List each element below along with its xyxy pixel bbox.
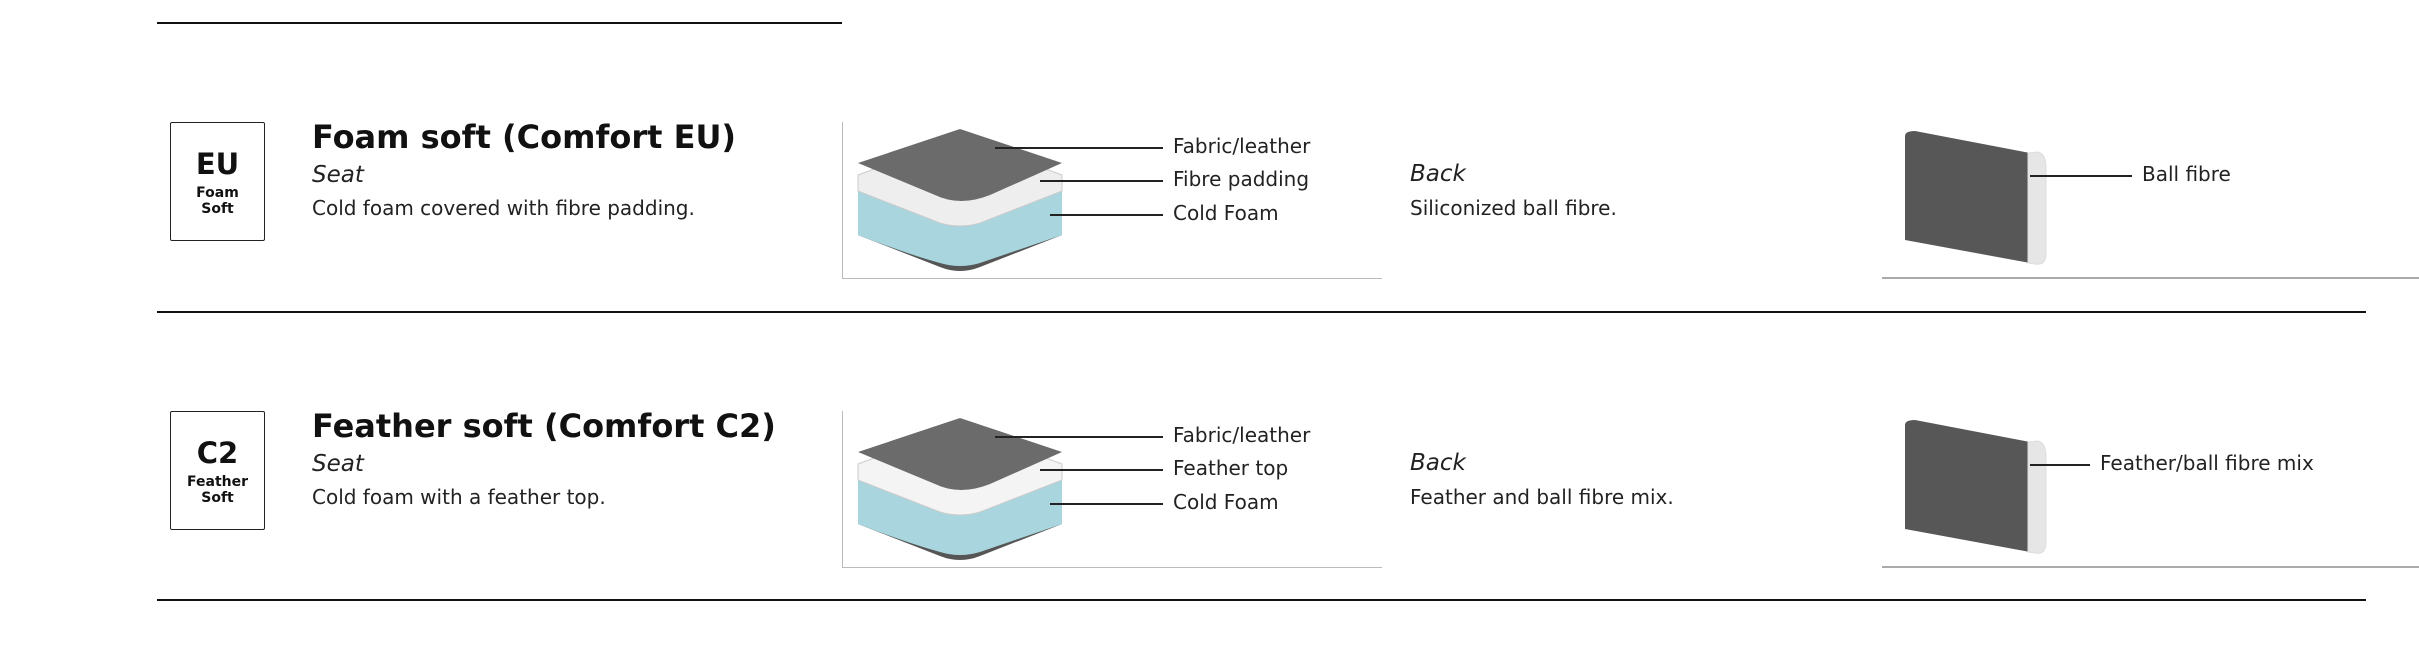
back-layer-label: Ball fibre bbox=[2142, 162, 2231, 186]
seat-heading: Seat bbox=[312, 451, 364, 477]
seat-layers-illustration bbox=[857, 418, 1063, 560]
seat-diagram-frame bbox=[842, 122, 1382, 279]
back-cushion-illustration bbox=[1905, 131, 2047, 265]
back-layer-label: Feather/ball fibre mix bbox=[2100, 451, 2314, 475]
back-cushion-illustration bbox=[1905, 420, 2047, 554]
back-heading: Back bbox=[1410, 450, 1466, 476]
seat-layers-illustration bbox=[857, 129, 1063, 271]
row-divider bbox=[157, 311, 2366, 313]
comfort-title: Feather soft (Comfort C2) bbox=[312, 407, 776, 445]
badge-code: C2 bbox=[196, 436, 239, 470]
row-divider bbox=[157, 599, 2366, 601]
back-description: Siliconized ball fibre. bbox=[1410, 196, 1617, 220]
back-diagram-underline bbox=[1882, 566, 2419, 568]
back-description: Feather and ball fibre mix. bbox=[1410, 485, 1674, 509]
seat-heading: Seat bbox=[312, 162, 364, 188]
top-divider bbox=[157, 22, 842, 24]
badge-code: EU bbox=[195, 147, 240, 181]
back-heading: Back bbox=[1410, 161, 1466, 187]
seat-layer-label: Fabric/leather bbox=[1173, 134, 1311, 158]
seat-description: Cold foam covered with fibre padding. bbox=[312, 196, 695, 220]
seat-diagram-frame bbox=[842, 411, 1382, 568]
back-diagram-underline bbox=[1882, 277, 2419, 279]
seat-layer-label: Cold Foam bbox=[1173, 490, 1279, 514]
seat-layer-label: Feather top bbox=[1173, 456, 1289, 480]
seat-layer-label: Cold Foam bbox=[1173, 201, 1279, 225]
seat-layer-label: Fibre padding bbox=[1173, 167, 1310, 191]
seat-description: Cold foam with a feather top. bbox=[312, 485, 606, 509]
comfort-title: Foam soft (Comfort EU) bbox=[312, 118, 737, 156]
seat-layer-label: Fabric/leather bbox=[1173, 423, 1311, 447]
